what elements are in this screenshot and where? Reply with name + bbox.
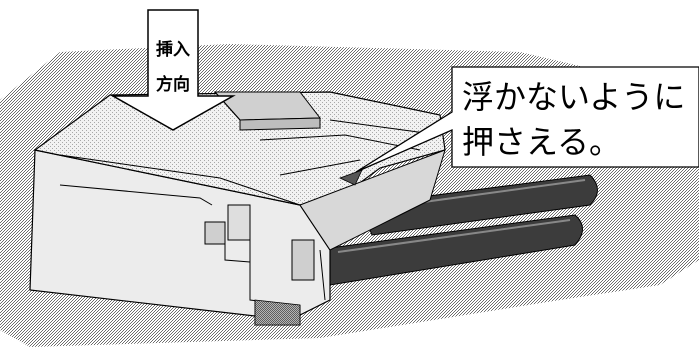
latch-lever <box>213 91 321 131</box>
arrow-label-line2: 方向 <box>156 74 190 95</box>
connector-side-face <box>299 149 446 251</box>
callout-line1: 浮かないように <box>462 78 685 116</box>
top-detail-lines <box>59 119 441 206</box>
callout-line2: 押さえる。 <box>462 123 621 161</box>
arrow-label-line1: 挿入 <box>156 39 190 60</box>
front-recess <box>254 299 301 326</box>
press-point-marker <box>338 169 363 186</box>
insertion-direction-arrow: 挿入 方向 <box>110 9 236 131</box>
cable-pins <box>323 174 598 286</box>
callout-box: 浮かないように 押さえる。 <box>355 66 699 173</box>
